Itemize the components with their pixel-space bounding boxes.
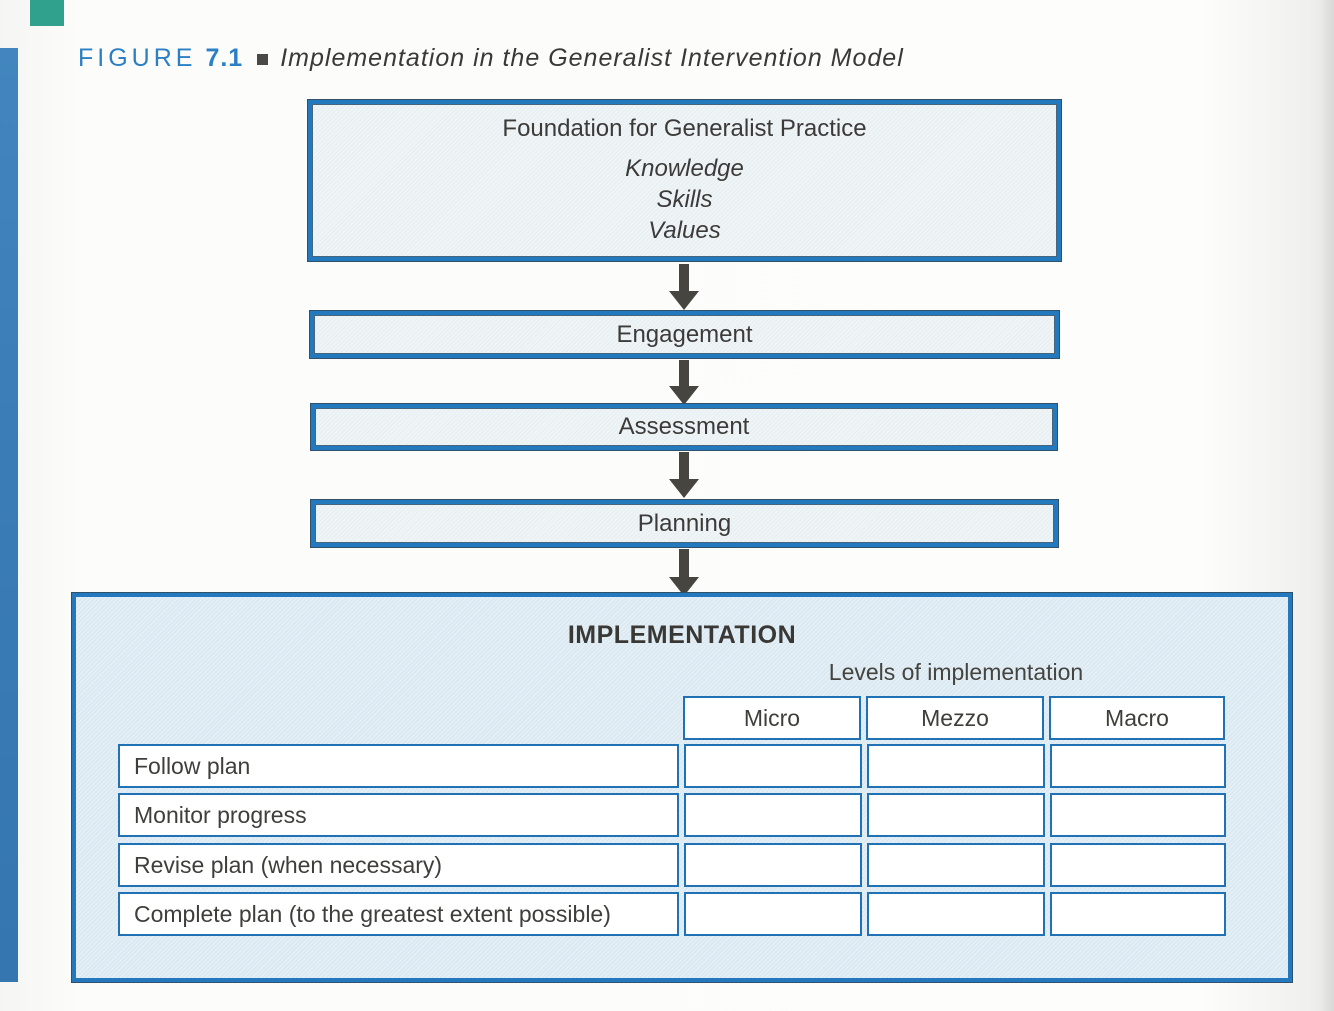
row-label-revise-plan: Revise plan (when necessary) bbox=[118, 843, 679, 887]
table-cell-empty bbox=[1050, 892, 1226, 936]
row-label-complete-plan: Complete plan (to the greatest extent po… bbox=[118, 892, 679, 936]
levels-of-implementation-label: Levels of implementation bbox=[828, 659, 1084, 685]
arrow-shaft bbox=[679, 360, 689, 386]
page-edge-tab bbox=[30, 0, 64, 26]
column-header-micro: Micro bbox=[683, 696, 861, 740]
step-label: Planning bbox=[637, 509, 732, 537]
implementation-box: IMPLEMENTATION Levels of implementation … bbox=[71, 592, 1293, 983]
arrow-head bbox=[669, 577, 699, 596]
arrow-head bbox=[669, 291, 699, 310]
down-arrow-icon bbox=[669, 360, 699, 405]
table-cell-empty bbox=[684, 744, 862, 788]
chapter-side-bar bbox=[0, 48, 18, 982]
down-arrow-icon bbox=[669, 549, 699, 596]
table-cell-empty bbox=[1050, 793, 1226, 837]
arrow-shaft bbox=[679, 452, 689, 479]
implementation-title: IMPLEMENTATION bbox=[567, 621, 797, 649]
square-bullet-icon bbox=[257, 54, 269, 65]
figure-title: Implementation in the Generalist Interve… bbox=[280, 44, 904, 72]
step-label: Engagement bbox=[616, 320, 753, 348]
arrow-head bbox=[669, 386, 699, 405]
column-header-mezzo: Mezzo bbox=[866, 696, 1044, 740]
table-cell-empty bbox=[1050, 843, 1226, 887]
step-label: Assessment bbox=[618, 413, 750, 440]
figure-label: FIGURE bbox=[78, 44, 197, 72]
arrow-head bbox=[669, 479, 699, 498]
table-row: Complete plan (to the greatest extent po… bbox=[118, 892, 1226, 936]
column-header-macro: Macro bbox=[1049, 696, 1225, 740]
table-row: Revise plan (when necessary) bbox=[118, 843, 1226, 887]
foundation-item-knowledge: Knowledge bbox=[625, 155, 744, 182]
table-row: Monitor progress bbox=[118, 793, 1226, 837]
figure-number: 7.1 bbox=[205, 44, 244, 72]
foundation-title: Foundation for Generalist Practice bbox=[502, 115, 867, 142]
table-cell-empty bbox=[867, 892, 1045, 936]
table-cell-empty bbox=[684, 793, 862, 837]
step-box-planning: Planning bbox=[310, 499, 1059, 548]
table-cell-empty bbox=[1050, 744, 1226, 788]
page-edge-shadow bbox=[1320, 0, 1334, 1011]
table-cell-empty bbox=[684, 843, 862, 887]
down-arrow-icon bbox=[669, 452, 699, 498]
down-arrow-icon bbox=[669, 264, 699, 310]
foundation-box: Foundation for Generalist Practice Knowl… bbox=[307, 99, 1062, 262]
table-cell-empty bbox=[867, 843, 1045, 887]
table-cell-empty bbox=[684, 892, 862, 936]
table-header-row: Micro Mezzo Macro bbox=[683, 696, 1225, 740]
arrow-shaft bbox=[679, 264, 689, 291]
table-cell-empty bbox=[867, 744, 1045, 788]
table-cell-empty bbox=[867, 793, 1045, 837]
row-label-follow-plan: Follow plan bbox=[118, 744, 679, 788]
arrow-shaft bbox=[679, 549, 689, 577]
foundation-item-values: Values bbox=[648, 217, 721, 244]
foundation-item-skills: Skills bbox=[656, 186, 713, 213]
step-box-assessment: Assessment bbox=[310, 403, 1058, 451]
table-row: Follow plan bbox=[118, 744, 1226, 788]
row-label-monitor-progress: Monitor progress bbox=[118, 793, 679, 837]
step-box-engagement: Engagement bbox=[309, 310, 1060, 359]
figure-caption: FIGURE 7.1 Implementation in the General… bbox=[78, 44, 904, 73]
